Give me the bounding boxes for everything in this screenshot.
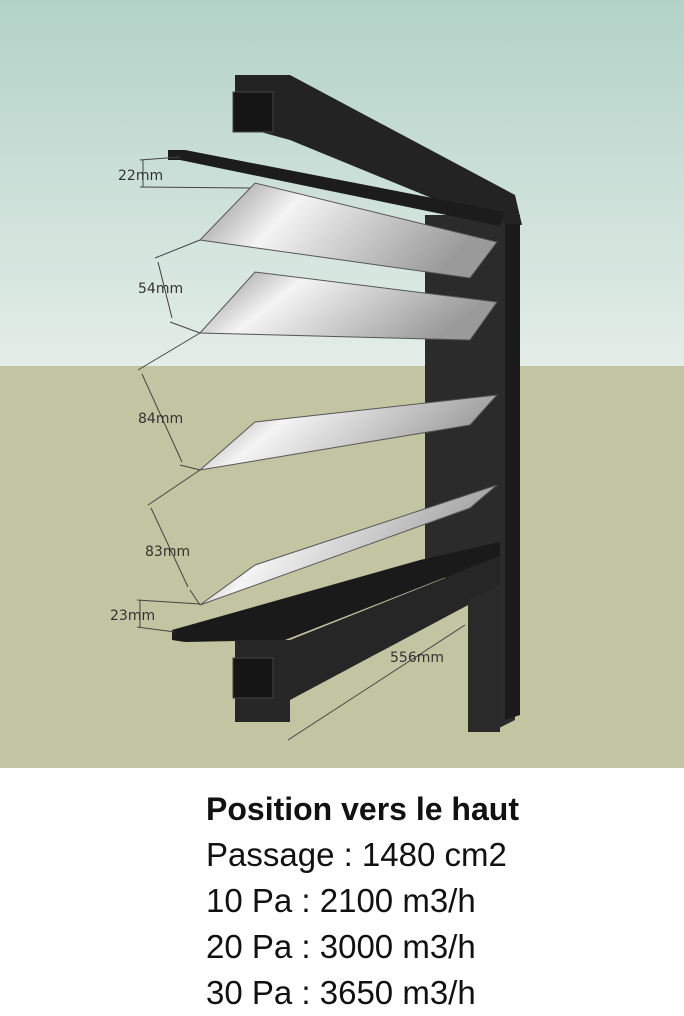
top-shelf — [168, 150, 505, 226]
louver-blade-2 — [198, 271, 498, 341]
spec-30pa: 30 Pa : 3650 m3/h — [206, 974, 476, 1011]
spec-20pa: 20 Pa : 3000 m3/h — [206, 928, 476, 965]
dimension-lines — [136, 156, 466, 741]
bottom-shelf — [172, 542, 500, 642]
top-beam-bracket — [232, 91, 274, 133]
caption-title: Position vers le haut — [206, 791, 519, 827]
bottom-beam — [235, 556, 500, 722]
louver-blade-1 — [198, 182, 498, 279]
dimension-depth: 556mm — [390, 650, 444, 666]
louver-blade-3 — [198, 394, 499, 471]
dimension-top-gap: 22mm — [118, 168, 163, 184]
dimension-bottom-gap: 23mm — [110, 608, 155, 624]
dimension-blade-gap-1: 54mm — [138, 281, 183, 297]
louver-diagram: 22mm 54mm 84mm 83mm 23mm 556mm — [0, 0, 684, 768]
spec-10pa: 10 Pa : 2100 m3/h — [206, 882, 476, 919]
spec-passage: Passage : 1480 cm2 — [206, 836, 507, 873]
dimension-blade-gap-3: 83mm — [145, 544, 190, 560]
top-beam — [235, 75, 522, 225]
dimension-blade-gap-2: 84mm — [138, 411, 183, 427]
bottom-beam-bracket — [232, 657, 274, 699]
specs-caption: Position vers le haut Passage : 1480 cm2… — [206, 786, 519, 1016]
side-rail — [505, 215, 520, 720]
louver-blade-4 — [199, 484, 498, 606]
right-leg — [468, 585, 500, 732]
